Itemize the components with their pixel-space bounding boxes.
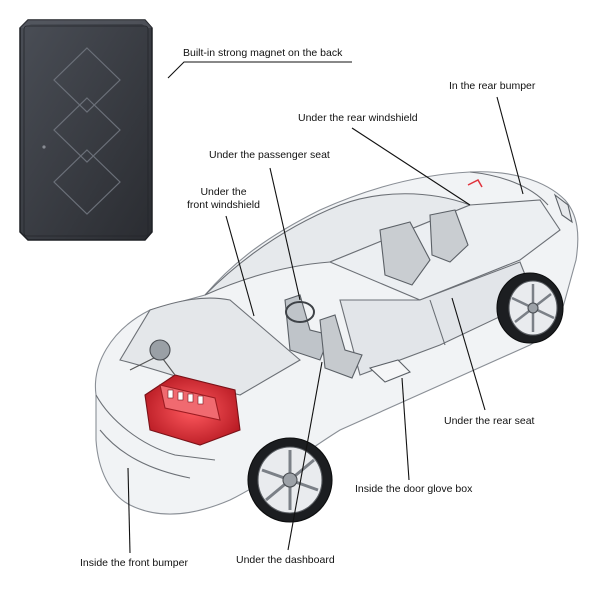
gps-tracker-device-icon (19, 19, 153, 241)
leader-door-glove-box (401, 377, 410, 481)
leader-magnet (167, 61, 352, 79)
label-rear-windshield: Under the rear windshield (298, 112, 418, 124)
leader-rear-bumper (496, 96, 524, 195)
leader-rear-windshield (351, 127, 471, 206)
label-front-windshield-line2: front windshield (187, 199, 260, 211)
label-front-windshield-line1: Under the (200, 186, 247, 198)
leader-front-windshield (225, 215, 255, 317)
led-indicator-icon (42, 145, 46, 149)
leader-passenger-seat (269, 167, 301, 301)
car-illustration-icon (94, 171, 579, 523)
label-rear-seat: Under the rear seat (444, 415, 535, 427)
label-magnet: Built-in strong magnet on the back (183, 47, 343, 59)
engine-icon (129, 339, 241, 446)
leader-lines (127, 61, 524, 554)
leader-dashboard (287, 361, 323, 551)
label-rear-bumper: In the rear bumper (449, 80, 536, 92)
front-wheel-icon (247, 437, 333, 523)
label-door-glove-box: Inside the door glove box (355, 483, 473, 495)
label-front-bumper: Inside the front bumper (80, 557, 188, 569)
label-dashboard: Under the dashboard (236, 554, 335, 566)
leader-front-bumper (127, 467, 131, 554)
leader-rear-seat (451, 297, 486, 411)
label-passenger-seat: Under the passenger seat (209, 149, 330, 161)
diamond-pattern-icon (53, 47, 121, 215)
label-front-windshield: Under the front windshield (186, 186, 261, 212)
rear-wheel-icon (496, 272, 564, 344)
